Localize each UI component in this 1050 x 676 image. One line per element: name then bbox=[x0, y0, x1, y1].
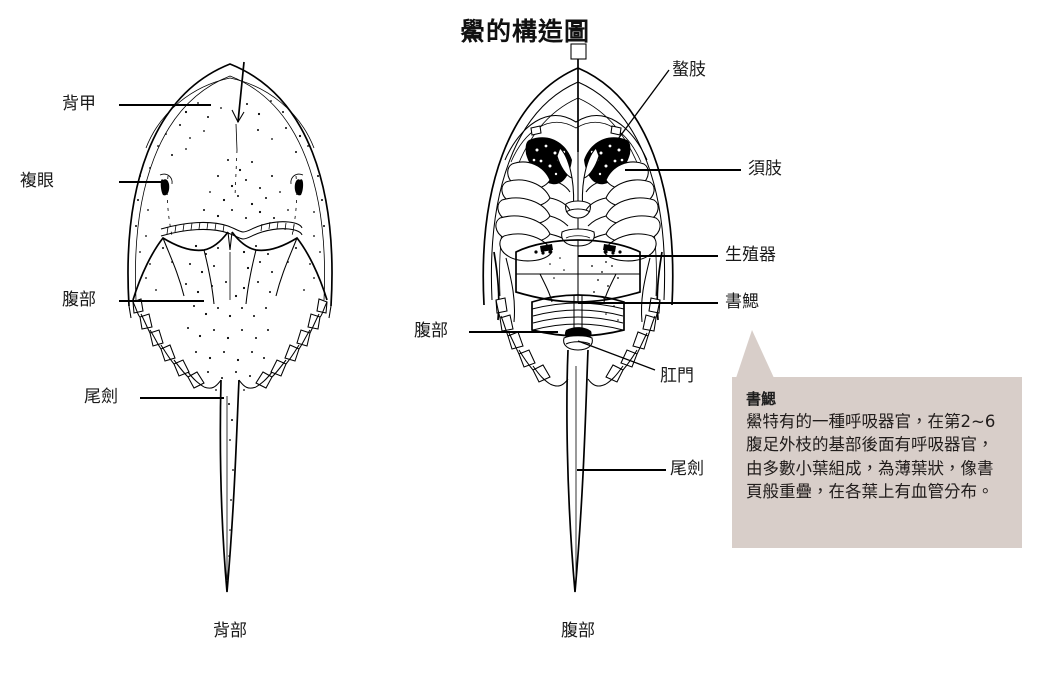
page-title: 鱟的構造圖 bbox=[459, 17, 590, 46]
callout-pointer bbox=[736, 330, 774, 378]
label-ventral-pedipalp: 須肢 bbox=[748, 159, 782, 179]
callout-title: 書鰓 bbox=[746, 390, 777, 408]
label-ventral-chelicera: 螯肢 bbox=[672, 60, 706, 80]
label-dorsal-abdomen: 腹部 bbox=[62, 290, 96, 310]
label-dorsal-telson: 尾劍 bbox=[84, 387, 118, 407]
callout-body-text: 鱟特有的一種呼吸器官，在第2~6腹足外枝的基部後面有呼吸器官，由多數小葉組成，為… bbox=[746, 411, 996, 502]
caption-ventral-view: 腹部 bbox=[561, 621, 595, 641]
label-ventral-anus: 肛門 bbox=[660, 366, 694, 386]
label-dorsal-compound-eye: 複眼 bbox=[20, 171, 54, 191]
label-ventral-book-gill: 書鰓 bbox=[725, 292, 759, 312]
book-gill-callout: 書鰓 鱟特有的一種呼吸器官，在第2~6腹足外枝的基部後面有呼吸器官，由多數小葉組… bbox=[732, 377, 1022, 548]
label-dorsal-carapace: 背甲 bbox=[62, 94, 96, 114]
label-ventral-telson: 尾劍 bbox=[670, 459, 704, 479]
label-ventral-abdomen: 腹部 bbox=[414, 321, 448, 341]
caption-dorsal-view: 背部 bbox=[213, 621, 247, 641]
label-ventral-genital-organ: 生殖器 bbox=[725, 245, 776, 265]
